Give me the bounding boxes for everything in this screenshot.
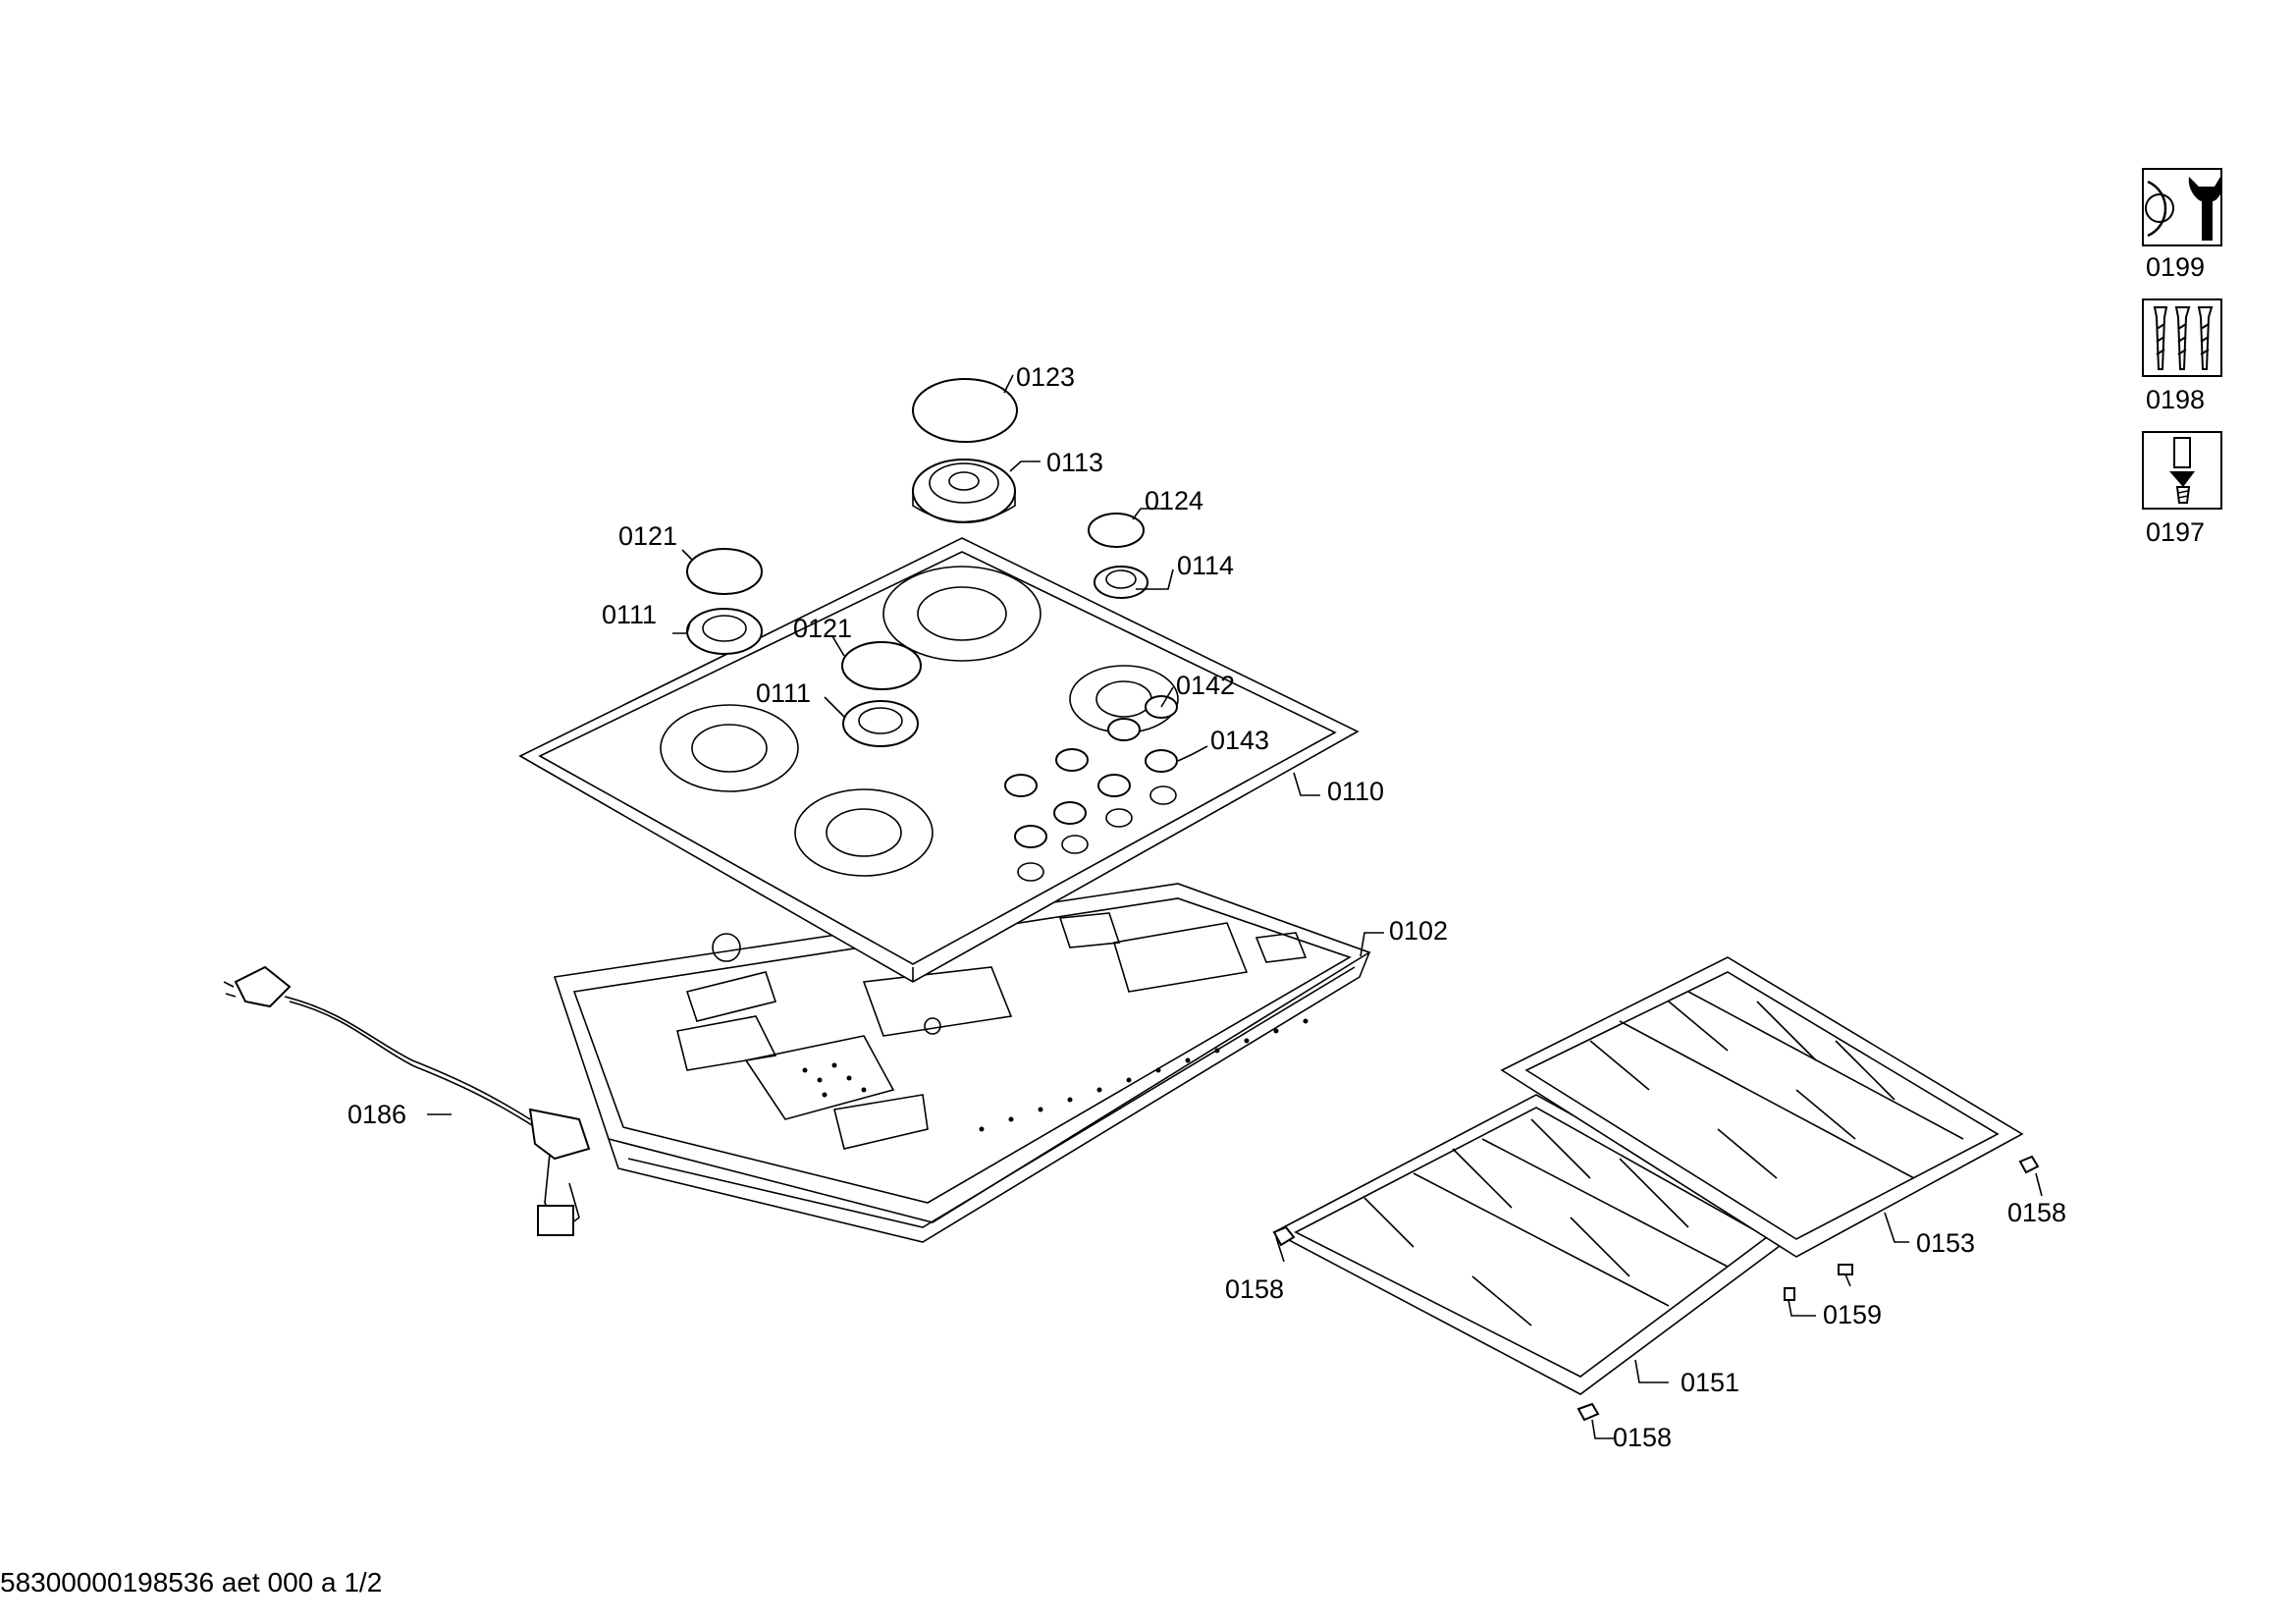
callout-0186: 0186	[347, 1100, 406, 1129]
icon-label-0197: 0197	[2146, 517, 2205, 547]
callout-leader-lines	[427, 374, 2043, 1439]
callout-0111-center: 0111	[756, 678, 811, 708]
icon-label-0198: 0198	[2146, 385, 2205, 414]
power-cable	[223, 965, 591, 1236]
rubber-feet	[1272, 1155, 2040, 1422]
callout-0142: 0142	[1176, 671, 1235, 700]
burner-0111-center	[842, 700, 919, 747]
pan-support-right-0153	[1500, 956, 2024, 1258]
callout-0158-right: 0158	[2007, 1198, 2066, 1227]
callout-0121-center: 0121	[793, 614, 852, 643]
callout-0123: 0123	[1016, 362, 1075, 392]
screws-icon	[2142, 298, 2222, 377]
burner-0113	[912, 459, 1016, 523]
callout-0114: 0114	[1177, 551, 1234, 580]
cap-0121-left	[686, 548, 763, 595]
hob-housing-tray	[553, 883, 1371, 1243]
accessory-icons: 0199 0198 0197	[2142, 168, 2222, 547]
callout-0111-left: 0111	[602, 600, 657, 629]
callout-0159: 0159	[1823, 1300, 1882, 1329]
callout-0143: 0143	[1210, 726, 1269, 755]
cap-0124	[1088, 513, 1145, 548]
callout-0102: 0102	[1389, 916, 1448, 946]
hob-top-plate	[518, 537, 1360, 983]
burner-caps-and-rings	[686, 378, 1148, 747]
cap-0121-center	[841, 641, 922, 690]
cap-0123	[912, 378, 1018, 443]
callout-0110: 0110	[1327, 777, 1384, 806]
icon-label-0199: 0199	[2146, 252, 2205, 282]
callout-0158-left: 0158	[1225, 1274, 1284, 1304]
screw-driver-icon	[2142, 431, 2222, 510]
service-tool-icon	[2142, 168, 2222, 246]
document-footer-id: 58300000198536 aet 000 a 1/2	[0, 1567, 383, 1597]
callout-0124: 0124	[1145, 486, 1203, 515]
callout-0121-left: 0121	[618, 521, 677, 551]
callout-0158-bottom: 0158	[1613, 1423, 1672, 1452]
callout-labels: 0123 0113 0124 0114 0121 0111 0121 0111 …	[347, 362, 2066, 1452]
callout-0113: 0113	[1046, 448, 1103, 477]
callout-0153: 0153	[1916, 1228, 1975, 1258]
callout-0151: 0151	[1681, 1368, 1739, 1397]
